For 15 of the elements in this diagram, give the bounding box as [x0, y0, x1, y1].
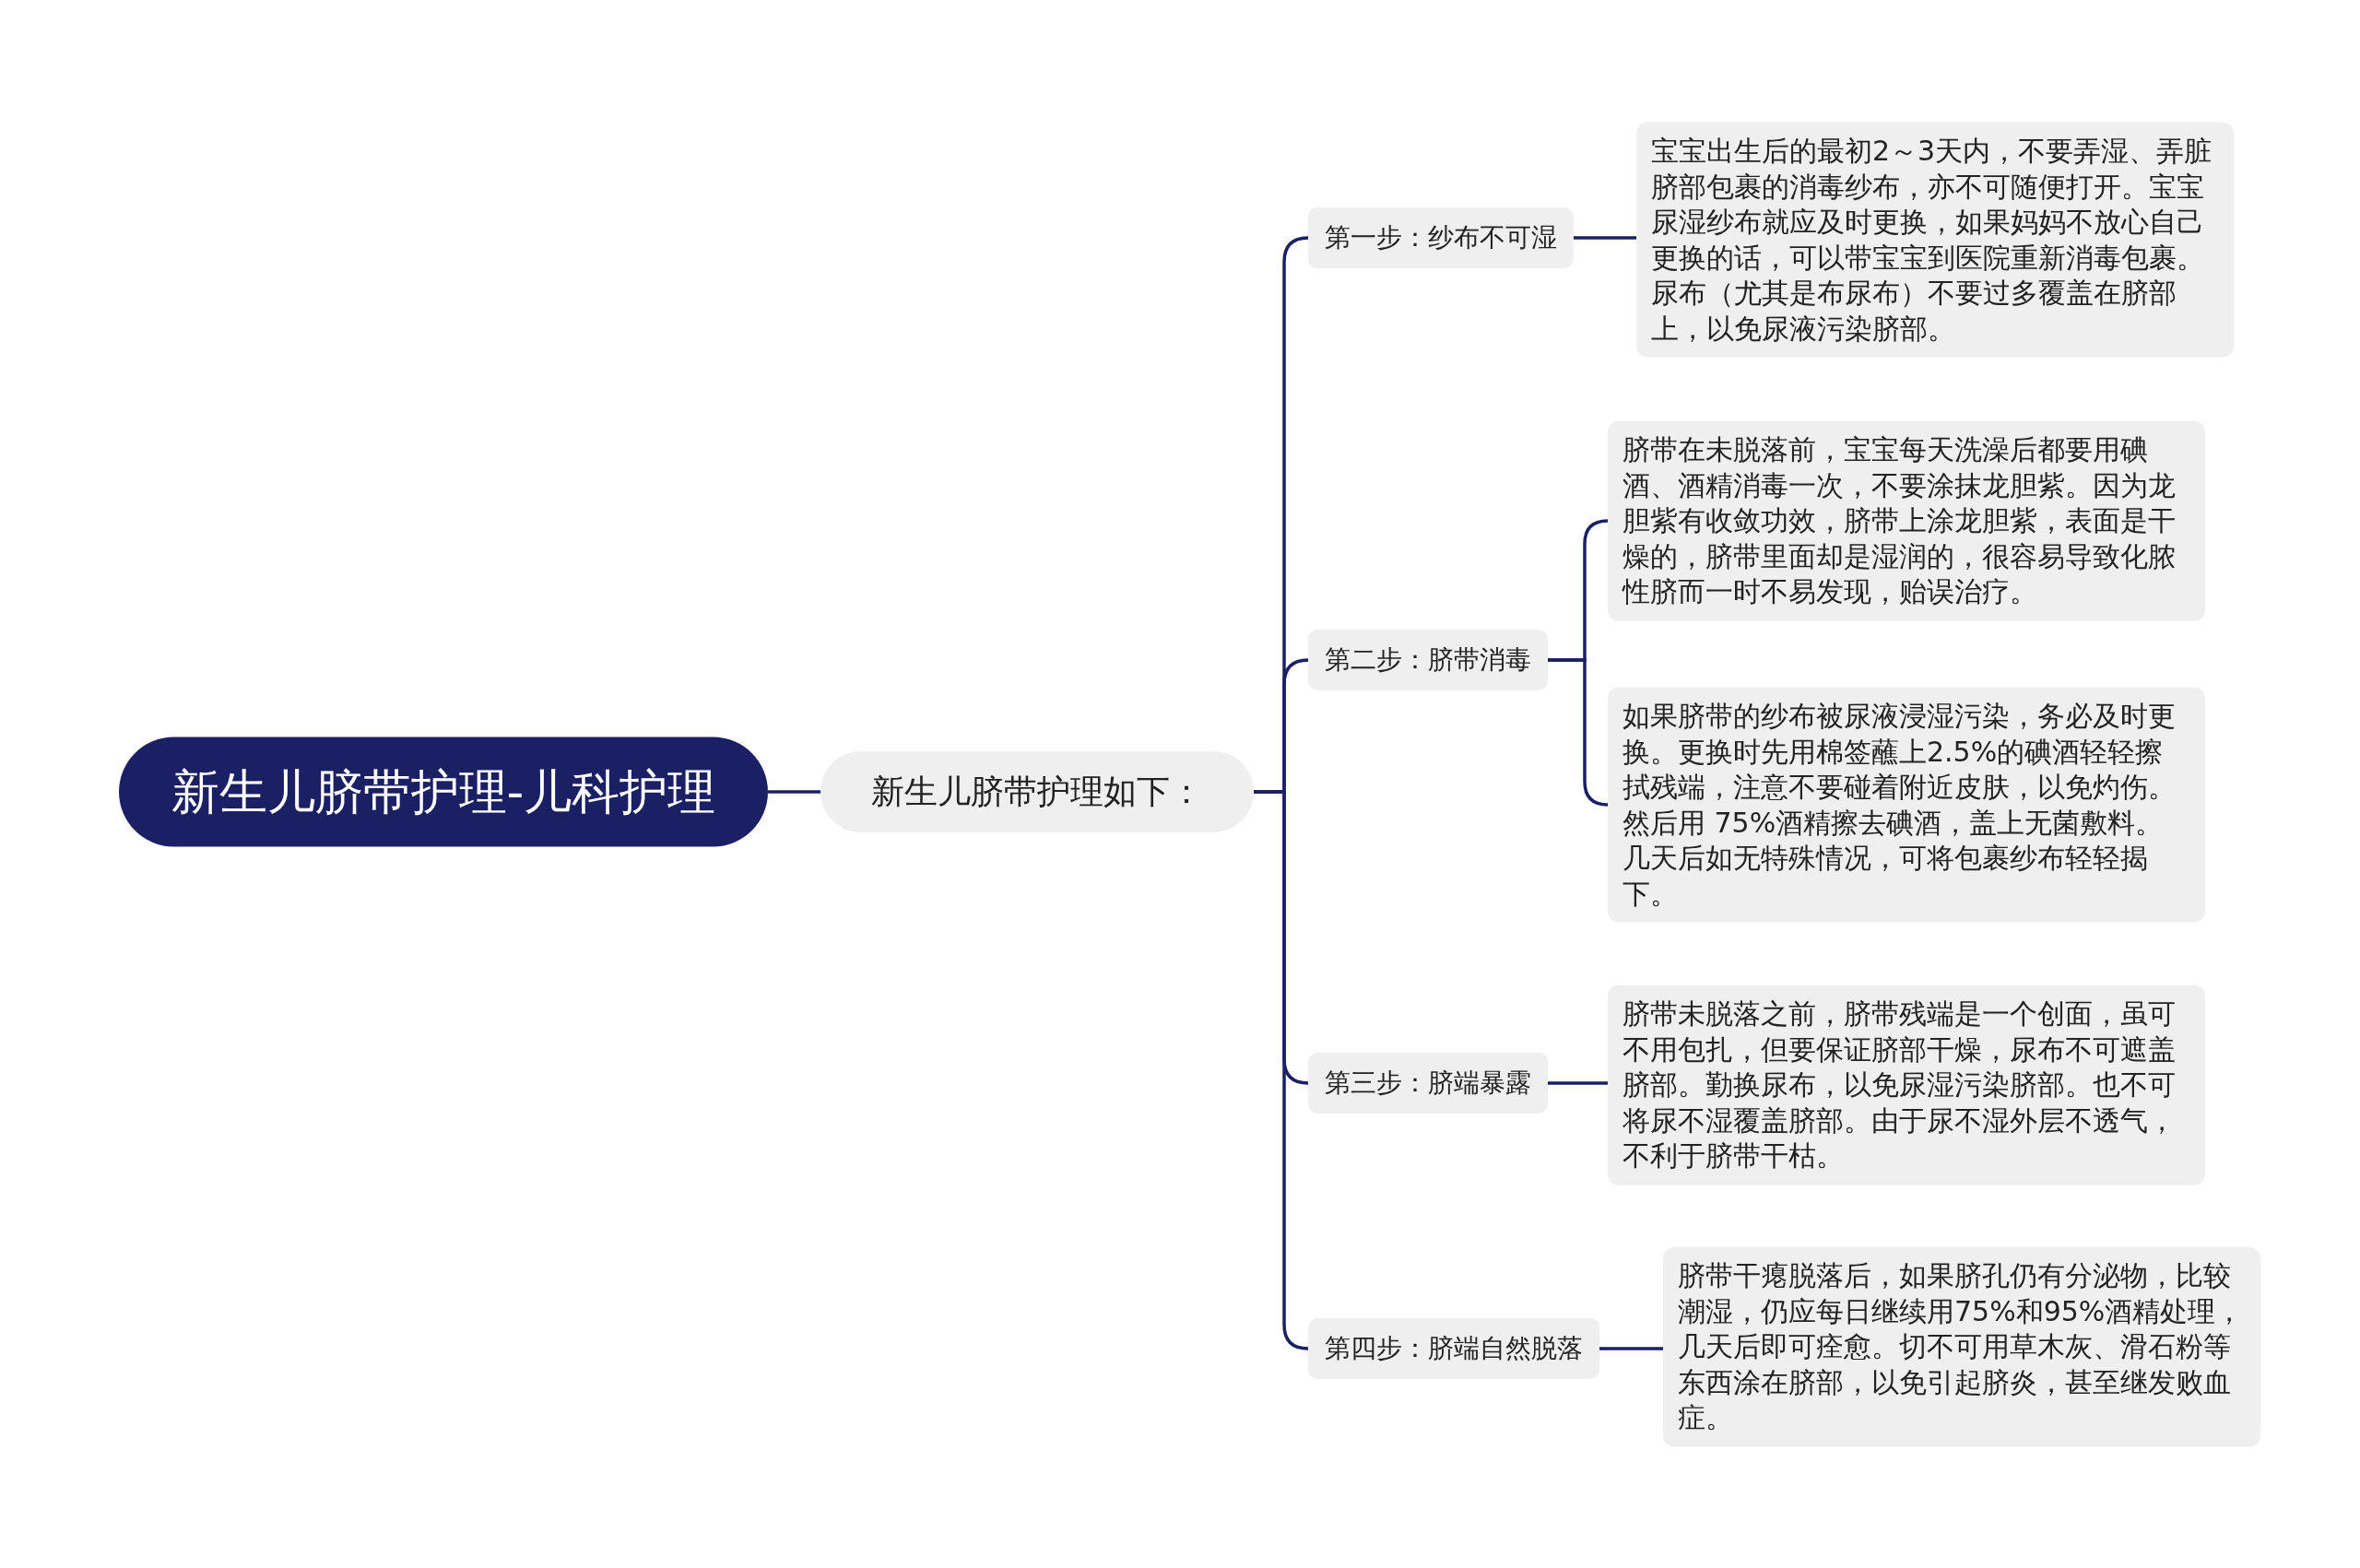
note-card: 脐带未脱落之前，脐带残端是一个创面，虽可不用包扎，但要保证脐部干燥，尿布不可遮盖脐部。勤换尿布，以免尿湿污染脐部。也不可将尿不湿覆盖脐部。由于尿不湿外层不透气，不利于脐带干枯。 [1608, 984, 2205, 1185]
note-card: 脐带在未脱落前，宝宝每天洗澡后都要用碘酒、酒精消毒一次，不要涂抹龙胆紫。因为龙胆紫有收敛功效，脐带上涂龙胆紫，表面是干燥的，脐带里面却是湿润的，很容易导致化脓性脐而一时不易发现，贻误治疗。 [1608, 420, 2205, 621]
note-card: 宝宝出生后的最初2～3天内，不要弄湿、弄脏脐部包裹的消毒纱布，亦不可随便打开。宝宝尿湿纱布就应及时更换，如果妈妈不放心自己更换的话，可以带宝宝到医院重新消毒包裹。尿布（尤其是布尿布）不要过多覆盖在脐部上，以免尿液污染脐部。 [1636, 122, 2234, 358]
step-label: 第一步：纱布不可湿 [1308, 207, 1574, 268]
central-topic: 新生儿脐带护理-儿科护理 [119, 737, 768, 847]
step-label: 第三步：脐端暴露 [1308, 1053, 1548, 1114]
step-label: 第二步：脐带消毒 [1308, 630, 1548, 690]
note-card: 脐带干瘪脱落后，如果脐孔仍有分泌物，比较潮湿，仍应每日继续用75%和95%酒精处理，几天后即可痊愈。切不可用草木灰、滑石粉等东西涂在脐部，以免引起脐炎，甚至继发败血症。 [1663, 1246, 2260, 1447]
connector-line [768, 790, 820, 794]
subtopic-pill: 新生儿脐带护理如下： [820, 751, 1254, 832]
step-label: 第四步：脐端自然脱落 [1308, 1318, 1599, 1379]
connector-line [1599, 1347, 1663, 1350]
connector-line [1574, 236, 1636, 240]
connector-line [1548, 1081, 1608, 1085]
note-card: 如果脐带的纱布被尿液浸湿污染，务必及时更换。更换时先用棉签蘸上2.5%的碘酒轻轻擦拭残端，注意不要碰着附近皮肤，以免灼伤。然后用 75%酒精擦去碘酒，盖上无菌敷料。几天后如无特殊情况，可将包裹纱布轻轻揭下。 [1608, 687, 2205, 923]
